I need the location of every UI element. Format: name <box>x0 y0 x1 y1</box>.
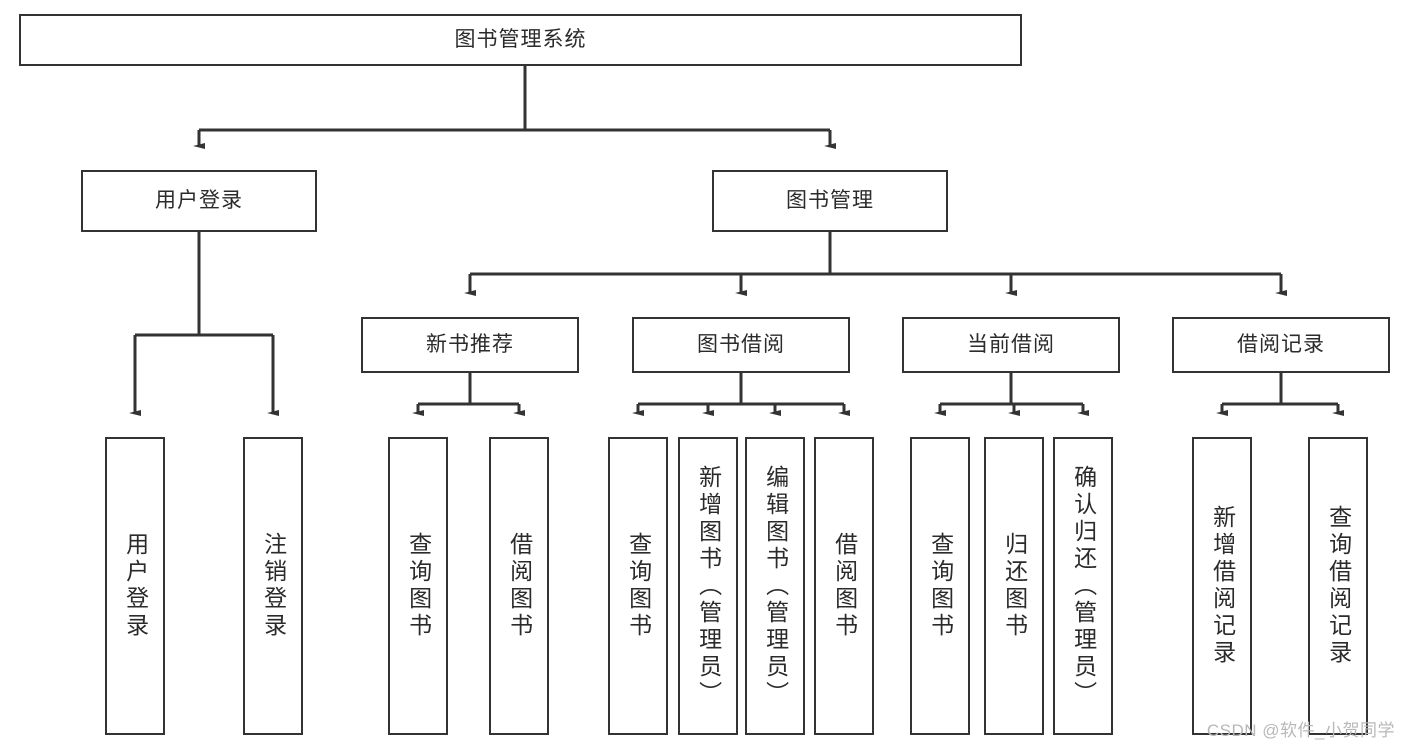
node-leaf-leaf-user-logout[interactable]: 注销登录 <box>243 437 303 735</box>
watermark-text: CSDN @软件_小贺同学 <box>1206 721 1395 740</box>
node-label: 借阅图书 <box>506 532 533 640</box>
node-label: 确认归还（管理员） <box>1070 464 1097 708</box>
node-leaf-leaf-query-book-2[interactable]: 查询图书 <box>608 437 668 735</box>
node-label: 注销登录 <box>260 532 287 640</box>
node-leaf-leaf-return-book[interactable]: 归还图书 <box>984 437 1044 735</box>
node-label: 查询图书 <box>927 532 954 640</box>
node-l3-book-borrow[interactable]: 图书借阅 <box>632 317 850 373</box>
node-label: 图书管理 <box>786 189 874 213</box>
node-label: 归还图书 <box>1001 532 1028 640</box>
node-label: 编辑图书（管理员） <box>762 464 789 708</box>
node-label: 新增图书（管理员） <box>695 464 722 708</box>
node-leaf-leaf-borrow-book-2[interactable]: 借阅图书 <box>814 437 874 735</box>
node-leaf-leaf-query-book-1[interactable]: 查询图书 <box>388 437 448 735</box>
node-label: 图书借阅 <box>697 333 785 357</box>
node-l2-book-manage[interactable]: 图书管理 <box>712 170 948 232</box>
node-leaf-leaf-add-record[interactable]: 新增借阅记录 <box>1192 437 1252 735</box>
node-label: 查询图书 <box>625 532 652 640</box>
node-leaf-leaf-confirm-return[interactable]: 确认归还（管理员） <box>1053 437 1113 735</box>
node-label: 用户登录 <box>122 532 149 640</box>
node-leaf-leaf-query-record[interactable]: 查询借阅记录 <box>1308 437 1368 735</box>
node-l3-borrow-record[interactable]: 借阅记录 <box>1172 317 1390 373</box>
node-l3-current-borrow[interactable]: 当前借阅 <box>902 317 1120 373</box>
node-leaf-leaf-borrow-book-1[interactable]: 借阅图书 <box>489 437 549 735</box>
node-label: 新书推荐 <box>426 333 514 357</box>
node-label: 图书管理系统 <box>454 28 587 52</box>
node-label: 借阅图书 <box>831 532 858 640</box>
node-l3-new-book-rec[interactable]: 新书推荐 <box>361 317 579 373</box>
node-root-root[interactable]: 图书管理系统 <box>19 14 1022 66</box>
node-label: 查询借阅记录 <box>1325 505 1352 667</box>
node-leaf-leaf-edit-book[interactable]: 编辑图书（管理员） <box>745 437 805 735</box>
node-label: 用户登录 <box>155 189 243 213</box>
node-label: 新增借阅记录 <box>1209 505 1236 667</box>
node-leaf-leaf-user-login[interactable]: 用户登录 <box>105 437 165 735</box>
node-l2-user-login[interactable]: 用户登录 <box>81 170 317 232</box>
node-leaf-leaf-query-book-3[interactable]: 查询图书 <box>910 437 970 735</box>
node-label: 查询图书 <box>405 532 432 640</box>
node-label: 当前借阅 <box>967 333 1055 357</box>
node-label: 借阅记录 <box>1237 333 1325 357</box>
node-leaf-leaf-add-book[interactable]: 新增图书（管理员） <box>678 437 738 735</box>
